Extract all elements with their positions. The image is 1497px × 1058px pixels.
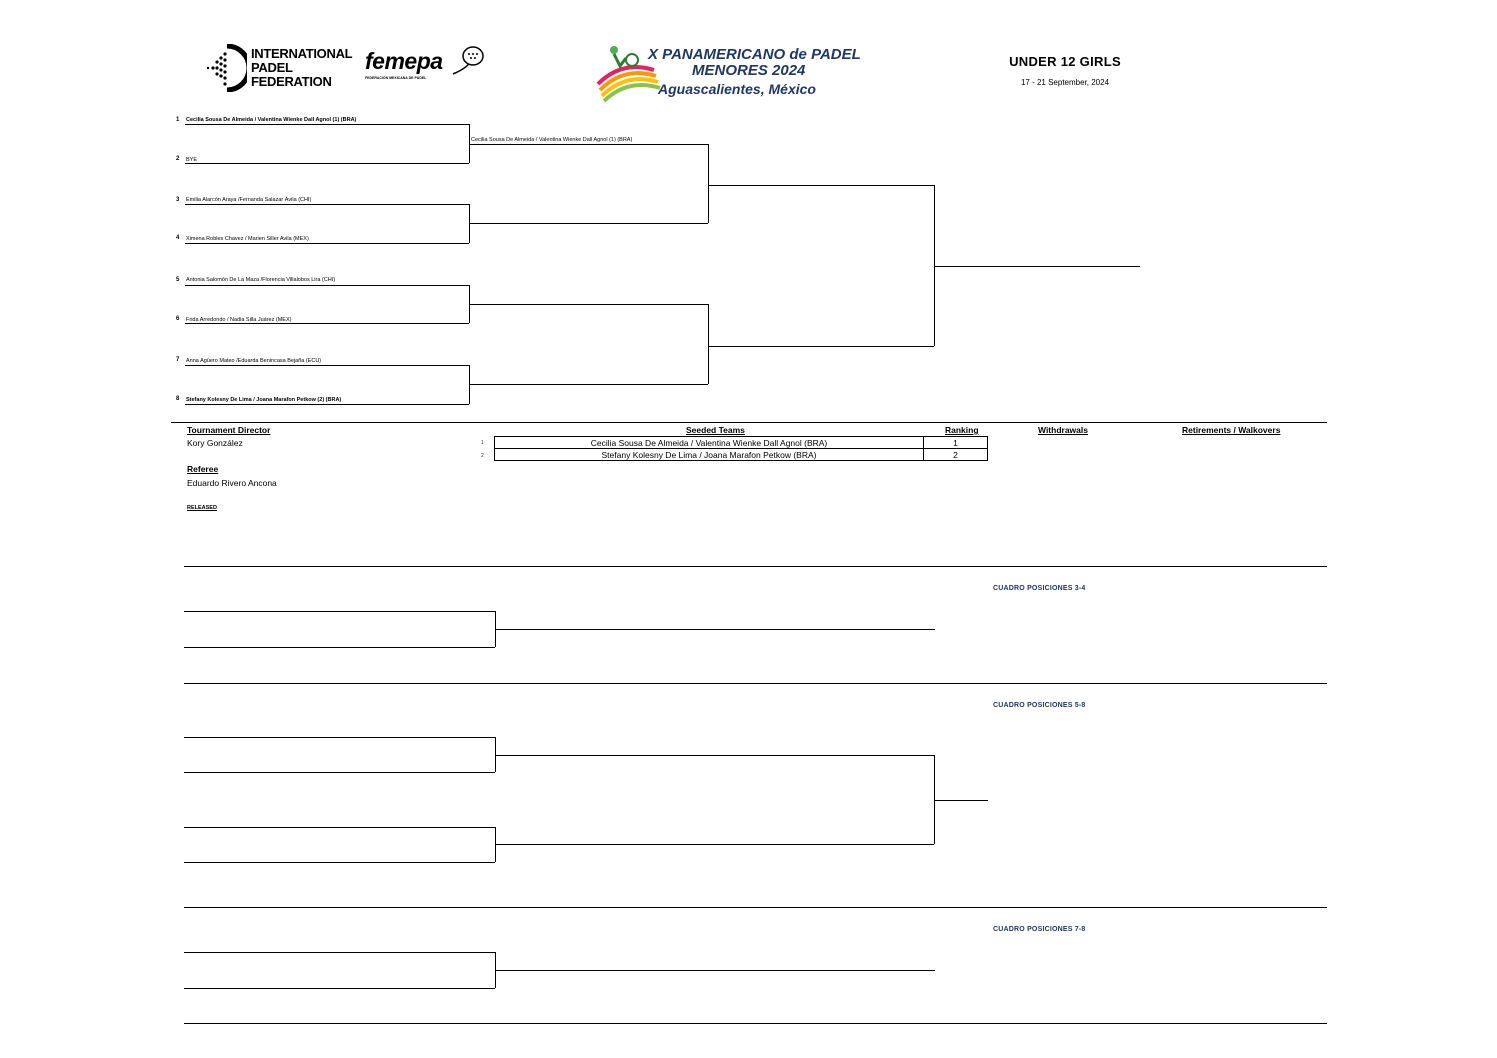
bracket-line — [184, 988, 495, 989]
event-swoosh-icon — [596, 46, 661, 103]
bracket-line — [184, 772, 495, 773]
bracket-line — [184, 737, 495, 738]
ipf-logo-text: INTERNATIONAL PADEL FEDERATION — [251, 46, 353, 89]
seed-number: 5 — [176, 277, 180, 283]
round2-entry: Cecilia Sousa De Almeida / Valentina Wie… — [471, 137, 633, 143]
bracket-line — [708, 144, 709, 223]
draw-entry: Cecilia Sousa De Almeida / Valentina Wie… — [186, 117, 357, 123]
draw-entry: Antonia Salomón De La Maza /Florencia Vi… — [186, 277, 336, 283]
seeded-rank: 1 — [923, 436, 988, 449]
referee-name: Eduardo Rivero Ancona — [187, 478, 277, 488]
bracket-line — [708, 185, 934, 186]
bracket-line — [184, 827, 495, 828]
retirements-label: Retirements / Walkovers — [1182, 425, 1281, 435]
bracket-line — [934, 755, 935, 844]
femepa-wordmark: femepa — [365, 48, 443, 74]
seed-number: 6 — [176, 316, 180, 322]
table-row: Cecilia Sousa De Almeida / Valentina Wie… — [494, 436, 988, 449]
ranking-label: Ranking — [945, 425, 979, 435]
seed-index: 1 — [481, 440, 484, 446]
section-divider — [184, 683, 1327, 684]
bracket-line — [184, 952, 495, 953]
category-title: UNDER 12 GIRLS — [1009, 54, 1121, 69]
pos58-label: CUADRO POSICIONES 5-8 — [993, 702, 1086, 709]
bracket-line — [185, 124, 469, 125]
bracket-line — [495, 755, 934, 756]
event-title-line1: X PANAMERICANO de PADEL — [648, 46, 861, 63]
released-label: RELEASED — [187, 505, 217, 511]
bracket-line — [185, 243, 469, 244]
seeded-rank: 2 — [923, 448, 988, 461]
event-logo: X PANAMERICANO de PADEL MENORES 2024 Agu… — [592, 40, 861, 104]
femepa-logo: femepa FEDERACIÓN MEXICANA DE PÁDEL — [365, 44, 485, 88]
ipf-ball-icon — [206, 44, 247, 92]
seeded-teams-label: Seeded Teams — [686, 425, 745, 435]
event-title-line2: MENORES 2024 — [692, 62, 806, 79]
section-divider — [171, 422, 1327, 423]
bracket-line — [469, 223, 708, 224]
winner-line — [934, 266, 1140, 267]
ipf-logo: INTERNATIONAL PADEL FEDERATION — [205, 44, 353, 94]
pos34-label: CUADRO POSICIONES 3-4 — [993, 585, 1086, 592]
draw-entry: Emilia Alarcón Araya /Fernanda Salazar Á… — [186, 197, 312, 203]
withdrawals-label: Withdrawals — [1038, 425, 1088, 435]
bracket-line — [708, 304, 709, 384]
bracket-line — [708, 346, 934, 347]
pos78-label: CUADRO POSICIONES 7-8 — [993, 926, 1086, 933]
td-name: Kory González — [187, 438, 243, 448]
winner-line — [934, 800, 988, 801]
event-dates: 17 - 21 September, 2024 — [1020, 78, 1110, 87]
section-divider — [184, 566, 1327, 567]
bracket-line — [495, 629, 935, 630]
bracket-line — [184, 647, 495, 648]
table-row: Stefany Kolesny De Lima / Joana Marafon … — [494, 448, 988, 461]
bracket-line — [495, 737, 496, 772]
seed-number: 3 — [176, 197, 180, 203]
seed-number: 2 — [176, 156, 180, 162]
seed-number: 8 — [176, 396, 180, 402]
bracket-line — [184, 862, 495, 863]
seeded-team: Cecilia Sousa De Almeida / Valentina Wie… — [494, 436, 924, 449]
femepa-subtitle: FEDERACIÓN MEXICANA DE PÁDEL — [365, 76, 427, 80]
seed-number: 1 — [176, 117, 180, 123]
bracket-line — [934, 185, 935, 346]
bracket-line — [469, 124, 470, 163]
seed-index: 2 — [481, 453, 484, 459]
bracket-line — [495, 970, 935, 971]
bracket-line — [469, 304, 708, 305]
bracket-line — [185, 163, 469, 164]
seeded-team: Stefany Kolesny De Lima / Joana Marafon … — [494, 448, 924, 461]
referee-label: Referee — [187, 464, 219, 474]
bracket-line — [185, 285, 469, 286]
seeded-teams-table: Cecilia Sousa De Almeida / Valentina Wie… — [494, 436, 988, 461]
td-label: Tournament Director — [187, 425, 271, 435]
section-divider — [184, 1023, 1327, 1024]
bracket-line — [185, 365, 469, 366]
section-divider — [184, 907, 1327, 908]
bracket-line — [495, 844, 934, 845]
bracket-line — [469, 144, 708, 145]
draw-entry: Stefany Kolesny De Lima / Joana Marafon … — [186, 397, 342, 403]
seed-number: 7 — [176, 357, 180, 363]
draw-entry: Frida Arredondo / Nadia Silla Juárez (ME… — [186, 317, 292, 323]
bracket-line — [185, 204, 469, 205]
draw-entry: Anna Agüero Mateo /Eduarda Benincasa Bej… — [186, 358, 322, 364]
bracket-line — [185, 323, 469, 324]
bracket-line — [469, 384, 708, 385]
seed-number: 4 — [176, 235, 180, 241]
draw-entry: Ximena Robles Chavez / Marien Siller Avi… — [186, 236, 309, 242]
bracket-line — [185, 404, 469, 405]
event-location: Aguascalientes, México — [658, 81, 816, 97]
bracket-line — [184, 611, 495, 612]
draw-entry: BYE — [186, 157, 198, 163]
femepa-racket-icon — [452, 46, 484, 75]
